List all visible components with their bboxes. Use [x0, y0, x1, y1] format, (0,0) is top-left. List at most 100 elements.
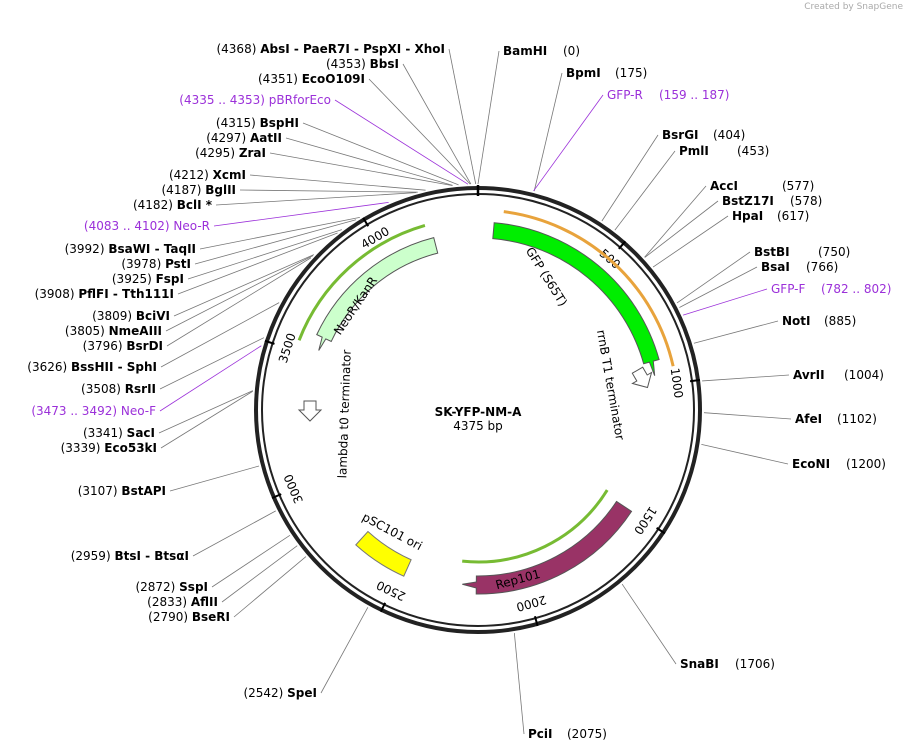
site-label-fspi: (3925) FspI	[112, 272, 184, 286]
site-label-aatii: (4297) AatII	[206, 131, 282, 145]
leader-bstapi	[169, 465, 260, 492]
leader-aflii	[221, 545, 298, 603]
site-label-eco53ki: (3339) Eco53kI	[61, 441, 157, 455]
site-label-bcivi: (3809) BciVI	[92, 309, 170, 323]
leader-bsshii	[160, 302, 280, 368]
leader-sspi	[211, 534, 291, 588]
site-label-snabi: SnaBI	[680, 657, 719, 671]
site-leader-lines	[158, 48, 792, 735]
leader-bsai	[679, 266, 758, 308]
feature-label-lambda: lambda t0 terminator	[335, 349, 353, 478]
leader-avrii	[702, 374, 790, 382]
neor-arrow	[316, 236, 439, 351]
leader-eco0109i	[368, 78, 471, 185]
site-label-spei: (2542) SpeI	[243, 686, 317, 700]
site-label-rsrii: (3508) RsrII	[81, 382, 156, 396]
site-label-pcii: PciI	[528, 727, 553, 741]
leader-spei	[320, 607, 369, 694]
leader-xcmi	[249, 174, 426, 191]
site-pos-bstbi: (750)	[818, 245, 850, 259]
site-pos-bpmi: (175)	[615, 66, 647, 80]
leader-bseri	[233, 556, 307, 618]
site-pos-gfpf: (782 .. 802)	[821, 282, 891, 296]
leader-gfpr	[533, 94, 604, 192]
leader-neor	[213, 202, 389, 227]
site-label-noti: NotI	[782, 314, 811, 328]
tick-label: 2500	[374, 578, 408, 604]
tick-mark	[618, 240, 627, 250]
leader-noti	[693, 320, 779, 344]
leader-bsphi	[302, 122, 459, 186]
tick-mark	[271, 493, 282, 499]
site-pos-pcii: (2075)	[567, 727, 607, 741]
leader-snabi	[621, 583, 677, 665]
plasmid-name: SK-YFP-NM-A	[435, 405, 523, 419]
leader-psti	[194, 219, 357, 265]
leader-bsrdi	[166, 257, 312, 347]
site-label-bcli: (4182) BclI *	[133, 198, 213, 212]
leader-neof	[159, 345, 262, 412]
site-label-pmli: PmlI	[679, 144, 709, 158]
site-label-econi: EcoNI	[792, 457, 830, 471]
leader-bcivi	[173, 254, 315, 317]
leader-hpai	[652, 215, 729, 268]
site-label-saci: (3341) SacI	[83, 426, 155, 440]
site-label-gfpr: GFP-R	[607, 88, 643, 102]
site-label-bpmi: BpmI	[566, 66, 601, 80]
site-label-acci: AccI	[710, 179, 738, 193]
site-label-neof: (3473 .. 3492) Neo-F	[31, 404, 156, 418]
site-pos-gfpr: (159 .. 187)	[659, 88, 729, 102]
leader-acci	[644, 185, 707, 258]
site-pos-pmli: (453)	[737, 144, 769, 158]
leader-bamhi	[477, 50, 500, 185]
leader-zrai	[269, 152, 453, 186]
leader-pcii	[513, 633, 525, 735]
leader-btsi	[192, 510, 276, 557]
site-label-bbsi: (4353) BbsI	[326, 57, 399, 71]
leader-bpmi	[533, 72, 563, 192]
tick-mark	[362, 217, 370, 227]
leader-aatii	[285, 137, 453, 186]
site-label-bglii: (4187) BglII	[162, 183, 237, 197]
gfp-arrow	[492, 222, 660, 376]
tick-mark	[689, 378, 701, 383]
site-label-afei: AfeI	[795, 412, 822, 426]
leader-gfpf	[682, 288, 768, 316]
site-pos-acci: (577)	[782, 179, 814, 193]
site-label-avrii: AvrII	[793, 368, 825, 382]
tick-label: 1000	[668, 367, 686, 399]
site-pos-bstz17i: (578)	[790, 194, 822, 208]
leader-pflfi	[177, 232, 338, 295]
site-label-bsrdi: (3796) BsrDI	[83, 339, 163, 353]
site-label-xcmi: (4212) XcmI	[169, 168, 246, 182]
site-label-bsawi: (3992) BsaWI - TaqII	[65, 242, 196, 256]
site-label-hpai: HpaI	[732, 209, 763, 223]
site-label-pbr: (4335 .. 4353) pBRforEco	[179, 93, 331, 107]
tick-mark	[379, 602, 387, 613]
site-pos-bamhi: (0)	[563, 44, 580, 58]
site-label-bsai: BsaI	[761, 260, 790, 274]
site-labels: (4368) AbsI - PaeR7I - PspXI - XhoI(4353…	[27, 42, 891, 741]
lambda-terminator-arrow	[297, 400, 323, 422]
leader-bcli	[215, 192, 417, 206]
leader-bsawi	[199, 216, 360, 250]
snapgene-credit: Created by SnapGene	[804, 2, 903, 12]
site-pos-bsrgi: (404)	[713, 128, 745, 142]
leader-saci	[158, 390, 253, 434]
site-label-gfpf: GFP-F	[771, 282, 806, 296]
cds-arc-neo	[297, 224, 426, 341]
site-label-bsrgi: BsrGI	[662, 128, 699, 142]
site-pos-afei: (1102)	[837, 412, 877, 426]
leader-nmeaiii	[165, 255, 314, 332]
tick-mark	[656, 527, 666, 535]
site-pos-hpai: (617)	[777, 209, 809, 223]
leader-eco53ki	[160, 390, 253, 449]
tick-mark	[533, 616, 539, 627]
plasmid-size: 4375 bp	[453, 419, 503, 433]
rep101-arrow	[462, 500, 633, 595]
site-label-nmeaiii: (3805) NmeAIII	[65, 324, 162, 338]
site-label-aflii: (2833) AflII	[147, 595, 218, 609]
site-label-bstapi: (3107) BstAPI	[78, 484, 166, 498]
